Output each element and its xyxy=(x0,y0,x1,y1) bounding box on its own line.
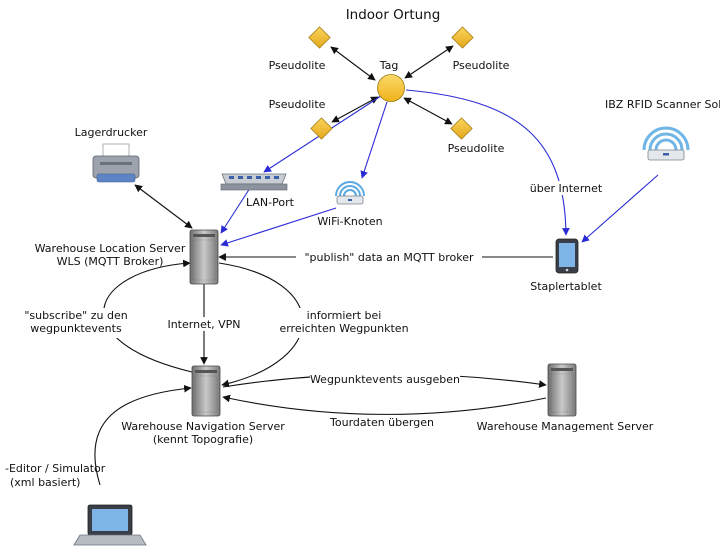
edge-tag-wifi xyxy=(360,101,388,179)
lan-port-node: LAN-Port xyxy=(220,173,295,209)
lagerdrucker-node: Lagerdrucker xyxy=(75,126,148,183)
wls-node: Warehouse Location Server WLS (MQTT Brok… xyxy=(35,229,219,285)
label-wegpunktevents: Wegpunktevents ausgeben xyxy=(310,373,460,386)
staplertablet-node: Staplertablet xyxy=(530,238,602,293)
pseudolite-icon xyxy=(308,26,331,49)
label-informiert-line1: informiert bei xyxy=(307,309,382,322)
wifi-knoten-label: WiFi-Knoten xyxy=(317,215,382,228)
label-subscribe-line2: wegpunktevents xyxy=(30,322,122,335)
pseudolite-label-3: Pseudolite xyxy=(269,98,326,111)
server-icon xyxy=(547,363,577,417)
tablet-icon xyxy=(555,238,579,274)
edge-tag-pseudolite-4 xyxy=(403,97,453,125)
pseudolite-label-2: Pseudolite xyxy=(453,59,510,72)
diagram-title: Indoor Ortung xyxy=(346,7,441,23)
edge-tourdaten xyxy=(222,394,547,415)
wifi-router-icon xyxy=(642,126,690,161)
pseudolite-icon xyxy=(310,117,333,140)
wms-node: Warehouse Management Server xyxy=(477,363,654,433)
pseudolite-label-1: Pseudolite xyxy=(269,59,326,72)
lagerdrucker-label: Lagerdrucker xyxy=(75,126,148,139)
wifi-router-icon xyxy=(335,181,365,205)
edge-editor-wns xyxy=(94,384,192,486)
pseudolite-icon xyxy=(450,117,473,140)
scanner-node: IBZ RFID Scanner Solut xyxy=(605,98,720,161)
edges-blue xyxy=(220,89,659,247)
pseudolite-2: Pseudolite xyxy=(451,26,510,72)
printer-icon xyxy=(92,143,140,183)
label-informiert-line2: erreichten Wegpunkten xyxy=(279,322,408,335)
edge-tag-tablet xyxy=(405,89,570,236)
label-publish: "publish" data an MQTT broker xyxy=(304,251,473,264)
label-ueber-internet: über Internet xyxy=(530,182,603,195)
edge-wifi-wls xyxy=(220,207,337,247)
label-tourdaten: Tourdaten übergen xyxy=(329,416,434,429)
wls-label-line1: Warehouse Location Server xyxy=(35,242,186,255)
pseudolite-3: Pseudolite xyxy=(269,98,333,140)
wms-label: Warehouse Management Server xyxy=(477,420,654,433)
edge-printer-wls xyxy=(134,184,193,229)
pseudolite-1: Pseudolite xyxy=(269,26,331,72)
edge-tag-pseudolite-1 xyxy=(330,46,376,81)
edge-labels: über Internet "publish" data an MQTT bro… xyxy=(20,181,603,429)
label-internet-vpn: Internet, VPN xyxy=(167,318,240,331)
wifi-knoten-node: WiFi-Knoten xyxy=(317,181,383,228)
editor-node: -Editor / Simulator (xml basiert) xyxy=(5,462,147,546)
staplertablet-label: Staplertablet xyxy=(530,280,602,293)
edge-tag-pseudolite-2 xyxy=(404,45,454,79)
network-switch-icon xyxy=(220,173,288,191)
pseudolite-label-4: Pseudolite xyxy=(448,142,505,155)
editor-label-line2: (xml basiert) xyxy=(10,476,80,489)
laptop-icon xyxy=(73,504,147,546)
lan-port-label: LAN-Port xyxy=(246,196,295,209)
wns-label-line2: (kennt Topografie) xyxy=(153,433,253,446)
tag-node: Tag xyxy=(377,59,405,102)
wls-label-line2: WLS (MQTT Broker) xyxy=(57,255,164,268)
tag-label: Tag xyxy=(379,59,399,72)
tag-icon xyxy=(377,74,405,102)
wns-node: Warehouse Navigation Server (kennt Topog… xyxy=(121,365,285,446)
scanner-label: IBZ RFID Scanner Solut xyxy=(605,98,720,111)
label-subscribe-line1: "subscribe" zu den xyxy=(24,309,127,322)
editor-label-line1: -Editor / Simulator xyxy=(5,462,106,475)
pseudolite-4: Pseudolite xyxy=(448,117,505,155)
wns-label-line1: Warehouse Navigation Server xyxy=(121,420,285,433)
edge-scanner-tablet xyxy=(581,174,659,243)
edge-tag-pseudolite-3 xyxy=(331,96,379,123)
pseudolite-icon xyxy=(451,26,474,49)
edge-lan-wls xyxy=(220,187,251,234)
server-icon xyxy=(191,365,221,417)
server-icon xyxy=(189,229,219,285)
